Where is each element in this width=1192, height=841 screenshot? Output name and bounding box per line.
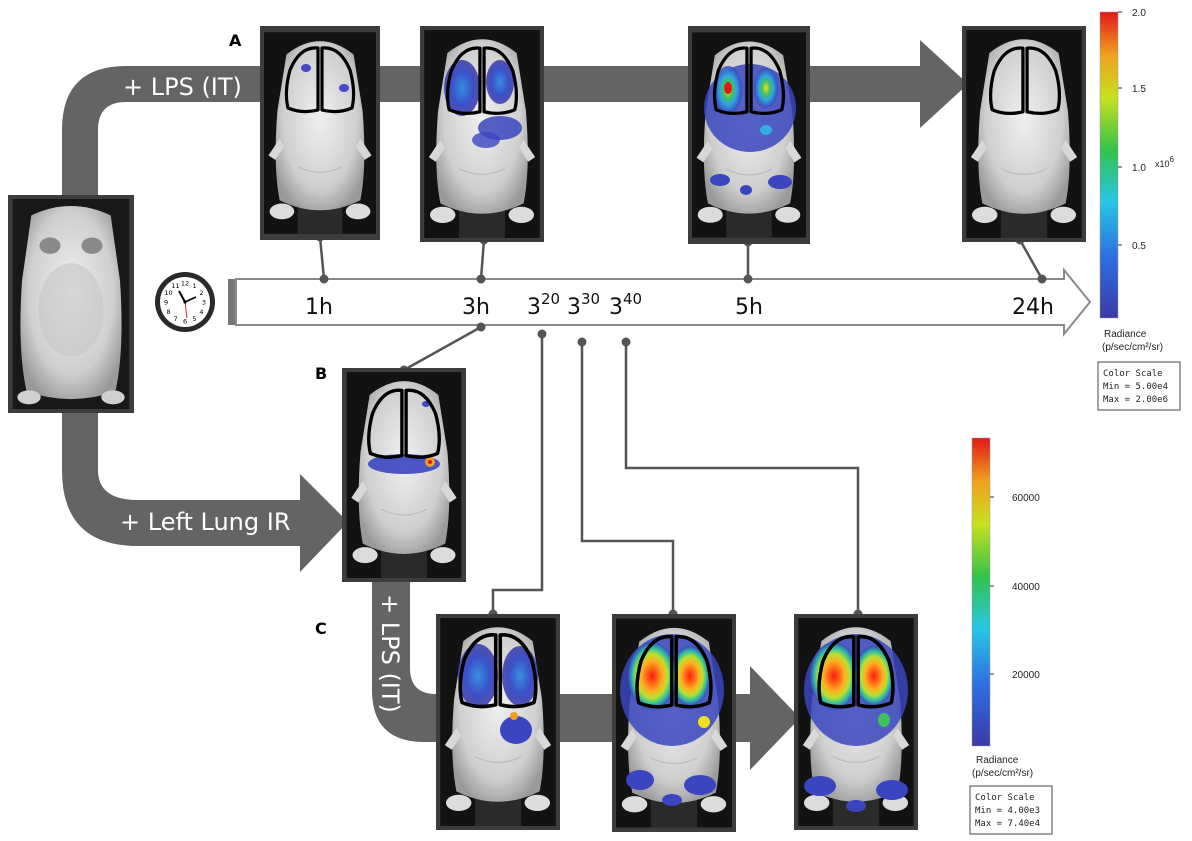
clock-number: 8 — [166, 308, 170, 316]
lps-top-label: + LPS (IT) — [123, 73, 242, 101]
connector-lines — [318, 236, 1044, 614]
colorbar-a-tick-1: 1.0 — [1132, 163, 1146, 174]
panel-label-a: A — [229, 31, 242, 50]
colorbar-a: 2.0 1.5 1.0 x106 0.5 Radiance (p/sec/cm²… — [1097, 8, 1181, 411]
panel-a-24h-image — [962, 26, 1086, 242]
tick-3-40: 340 — [609, 290, 642, 320]
tick-1h: 1h — [305, 295, 333, 320]
clock-number: 1 — [192, 282, 196, 290]
colorbar-c-units: (p/sec/cm²/sr) — [972, 768, 1033, 779]
colorbar-c-max: Max = 7.40e4 — [975, 819, 1040, 829]
lps-vertical-label: + LPS (IT) — [376, 594, 404, 713]
tick-3-20: 320 — [527, 290, 560, 320]
panel-b-image — [342, 368, 466, 582]
clock-number: 12 — [181, 279, 189, 287]
tick-3-30: 330 — [567, 290, 600, 320]
timeline-arrow — [228, 267, 1092, 337]
tick-3h: 3h — [462, 295, 490, 320]
panel-c-3-30-image — [612, 614, 736, 832]
colorbar-a-min: Min = 5.00e4 — [1103, 382, 1168, 392]
panel-c-3-20-image — [436, 614, 560, 830]
left-lung-ir-label: + Left Lung IR — [120, 508, 291, 536]
colorbar-a-units: (p/sec/cm²/sr) — [1102, 342, 1163, 353]
colorbar-c-scale-title: Color Scale — [975, 793, 1035, 803]
colorbar-c-tick-40000: 40000 — [1012, 582, 1040, 593]
clock-number: 9 — [164, 298, 168, 306]
panel-c-3-40-image — [794, 614, 918, 830]
initial-mouse-image — [8, 195, 134, 413]
colorbar-c-min: Min = 4.00e3 — [975, 806, 1040, 816]
colorbar-a-tick-1-5: 1.5 — [1132, 84, 1146, 95]
colorbar-a-max: Max = 2.00e6 — [1103, 395, 1168, 405]
clock-number: 3 — [202, 298, 206, 306]
colorbar-a-scale-title: Color Scale — [1103, 369, 1163, 379]
tick-5h: 5h — [735, 295, 763, 320]
tick-24h: 24h — [1012, 295, 1054, 320]
left-lung-ir-arrow — [62, 412, 348, 572]
clock-number: 5 — [192, 315, 196, 323]
colorbar-a-tick-0-5: 0.5 — [1132, 241, 1146, 252]
colorbar-a-radiance: Radiance — [1104, 329, 1147, 340]
panel-label-c: C — [315, 619, 327, 638]
colorbar-c-tick-60000: 60000 — [1012, 493, 1040, 504]
panel-label-b: B — [315, 364, 327, 383]
panel-a-5h-image — [688, 26, 810, 244]
colorbar-c-tick-20000: 20000 — [1012, 670, 1040, 681]
colorbar-c-radiance: Radiance — [976, 755, 1019, 766]
timeline-labels: 1h 3h 320 330 340 5h 24h — [305, 290, 1054, 320]
colorbar-a-exponent: x106 — [1155, 155, 1175, 169]
panel-a-1h-image — [260, 26, 380, 240]
clock-number: 7 — [173, 315, 177, 323]
colorbar-a-tick-2: 2.0 — [1132, 8, 1146, 19]
clock-number: 10 — [164, 289, 172, 297]
clock-number: 11 — [171, 282, 179, 290]
clock-number: 6 — [183, 317, 187, 325]
colorbar-c: 60000 40000 20000 Radiance (p/sec/cm²/sr… — [969, 437, 1053, 835]
clock-number: 2 — [199, 289, 203, 297]
clock-number: 4 — [199, 308, 203, 316]
panel-a-3h-image — [420, 26, 544, 242]
